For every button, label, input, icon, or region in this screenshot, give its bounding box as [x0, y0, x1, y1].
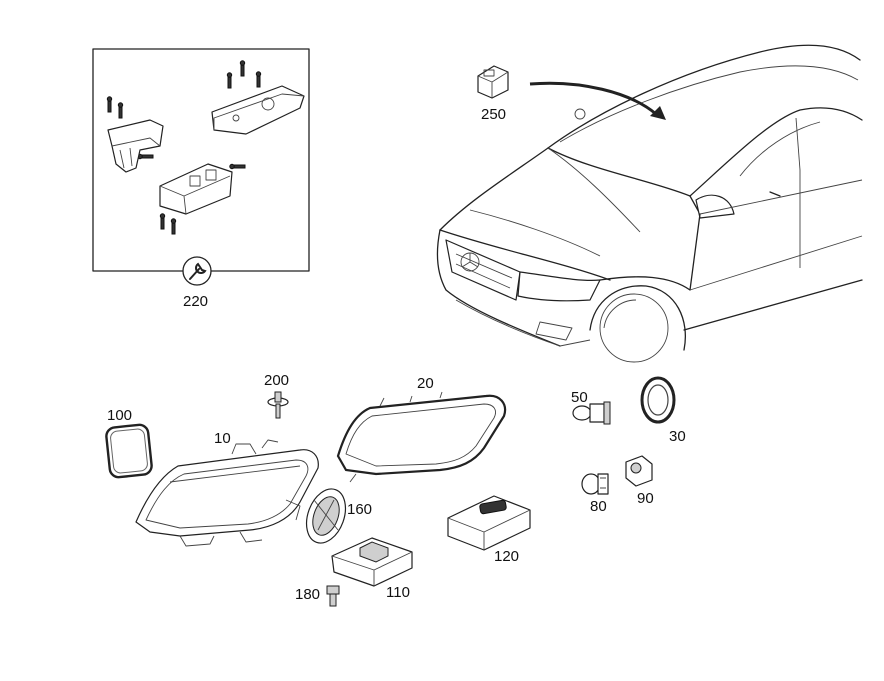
kit-screws	[106, 60, 262, 235]
pointer-arrow	[529, 81, 666, 120]
repair-kit-box	[92, 48, 310, 272]
part-label-250: 250	[481, 106, 507, 123]
wrench-icon	[182, 256, 212, 286]
part-180-shape	[326, 585, 340, 607]
car-illustration	[436, 44, 863, 363]
part-200-shape	[267, 391, 289, 419]
part-label-80: 80	[590, 498, 607, 515]
part-160-shape	[305, 488, 347, 544]
part-label-10: 10	[214, 430, 231, 447]
part-50-shape	[572, 401, 611, 425]
part-90-shape	[625, 455, 653, 487]
part-100-shape	[105, 423, 153, 479]
part-label-90: 90	[637, 490, 654, 507]
part-label-50: 50	[571, 389, 588, 406]
part-80-shape	[581, 473, 609, 495]
part-label-100: 100	[107, 407, 133, 424]
part-120-shape	[447, 495, 531, 551]
part-250-shape	[477, 65, 509, 99]
part-label-220: 220	[183, 293, 209, 310]
part-30-shape	[640, 376, 676, 424]
part-10-shape	[135, 439, 319, 547]
part-label-160: 160	[347, 501, 373, 518]
part-110-shape	[331, 537, 413, 587]
part-label-30: 30	[669, 428, 686, 445]
part-label-180: 180	[295, 586, 321, 603]
part-label-200: 200	[264, 372, 290, 389]
part-label-120: 120	[494, 548, 520, 565]
part-20-shape	[336, 391, 507, 483]
part-label-20: 20	[417, 375, 434, 392]
part-label-110: 110	[386, 584, 410, 601]
